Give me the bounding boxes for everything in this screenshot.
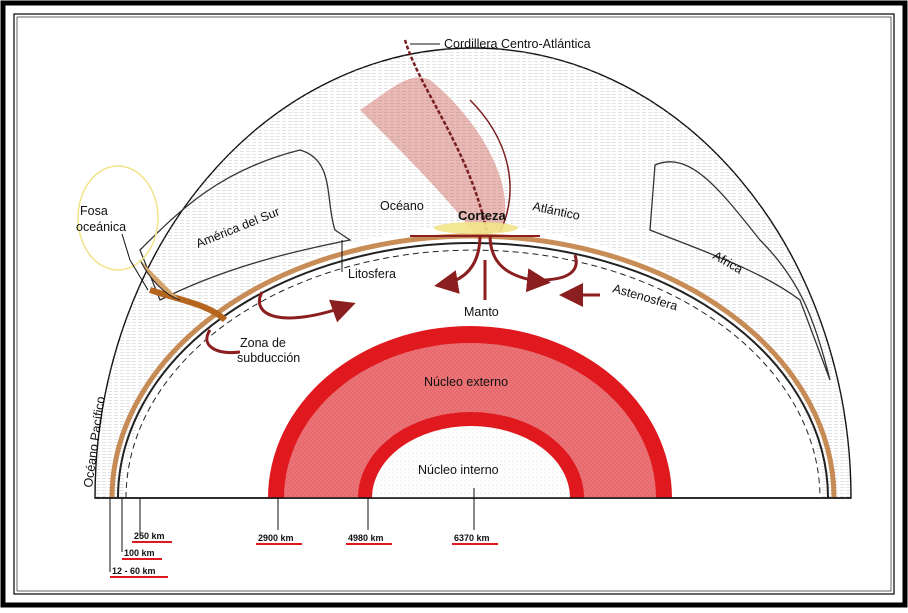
depth-scale (110, 488, 474, 572)
label-fosa-2: oceánica (76, 220, 126, 234)
label-litosfera: Litosfera (348, 267, 396, 281)
label-cordillera: Cordillera Centro-Atlántica (444, 37, 591, 51)
depth-4980: 4980 km (348, 533, 384, 543)
depth-2900: 2900 km (258, 533, 294, 543)
label-fosa-1: Fosa (80, 204, 108, 218)
label-manto: Manto (464, 305, 499, 319)
label-zona-2: subducción (237, 351, 300, 365)
label-nucleo-interno: Núcleo interno (418, 463, 499, 477)
label-nucleo-externo: Núcleo externo (424, 375, 508, 389)
label-zona-1: Zona de (240, 336, 286, 350)
label-corteza: Corteza (458, 208, 506, 223)
fosa-highlight-ring (78, 166, 158, 270)
depth-12-60: 12 - 60 km (112, 566, 156, 576)
depth-6370: 6370 km (454, 533, 490, 543)
depth-100: 100 km (124, 548, 155, 558)
label-oceano: Océano (380, 199, 424, 213)
depth-250: 250 km (134, 531, 165, 541)
corteza-highlight (434, 222, 518, 234)
